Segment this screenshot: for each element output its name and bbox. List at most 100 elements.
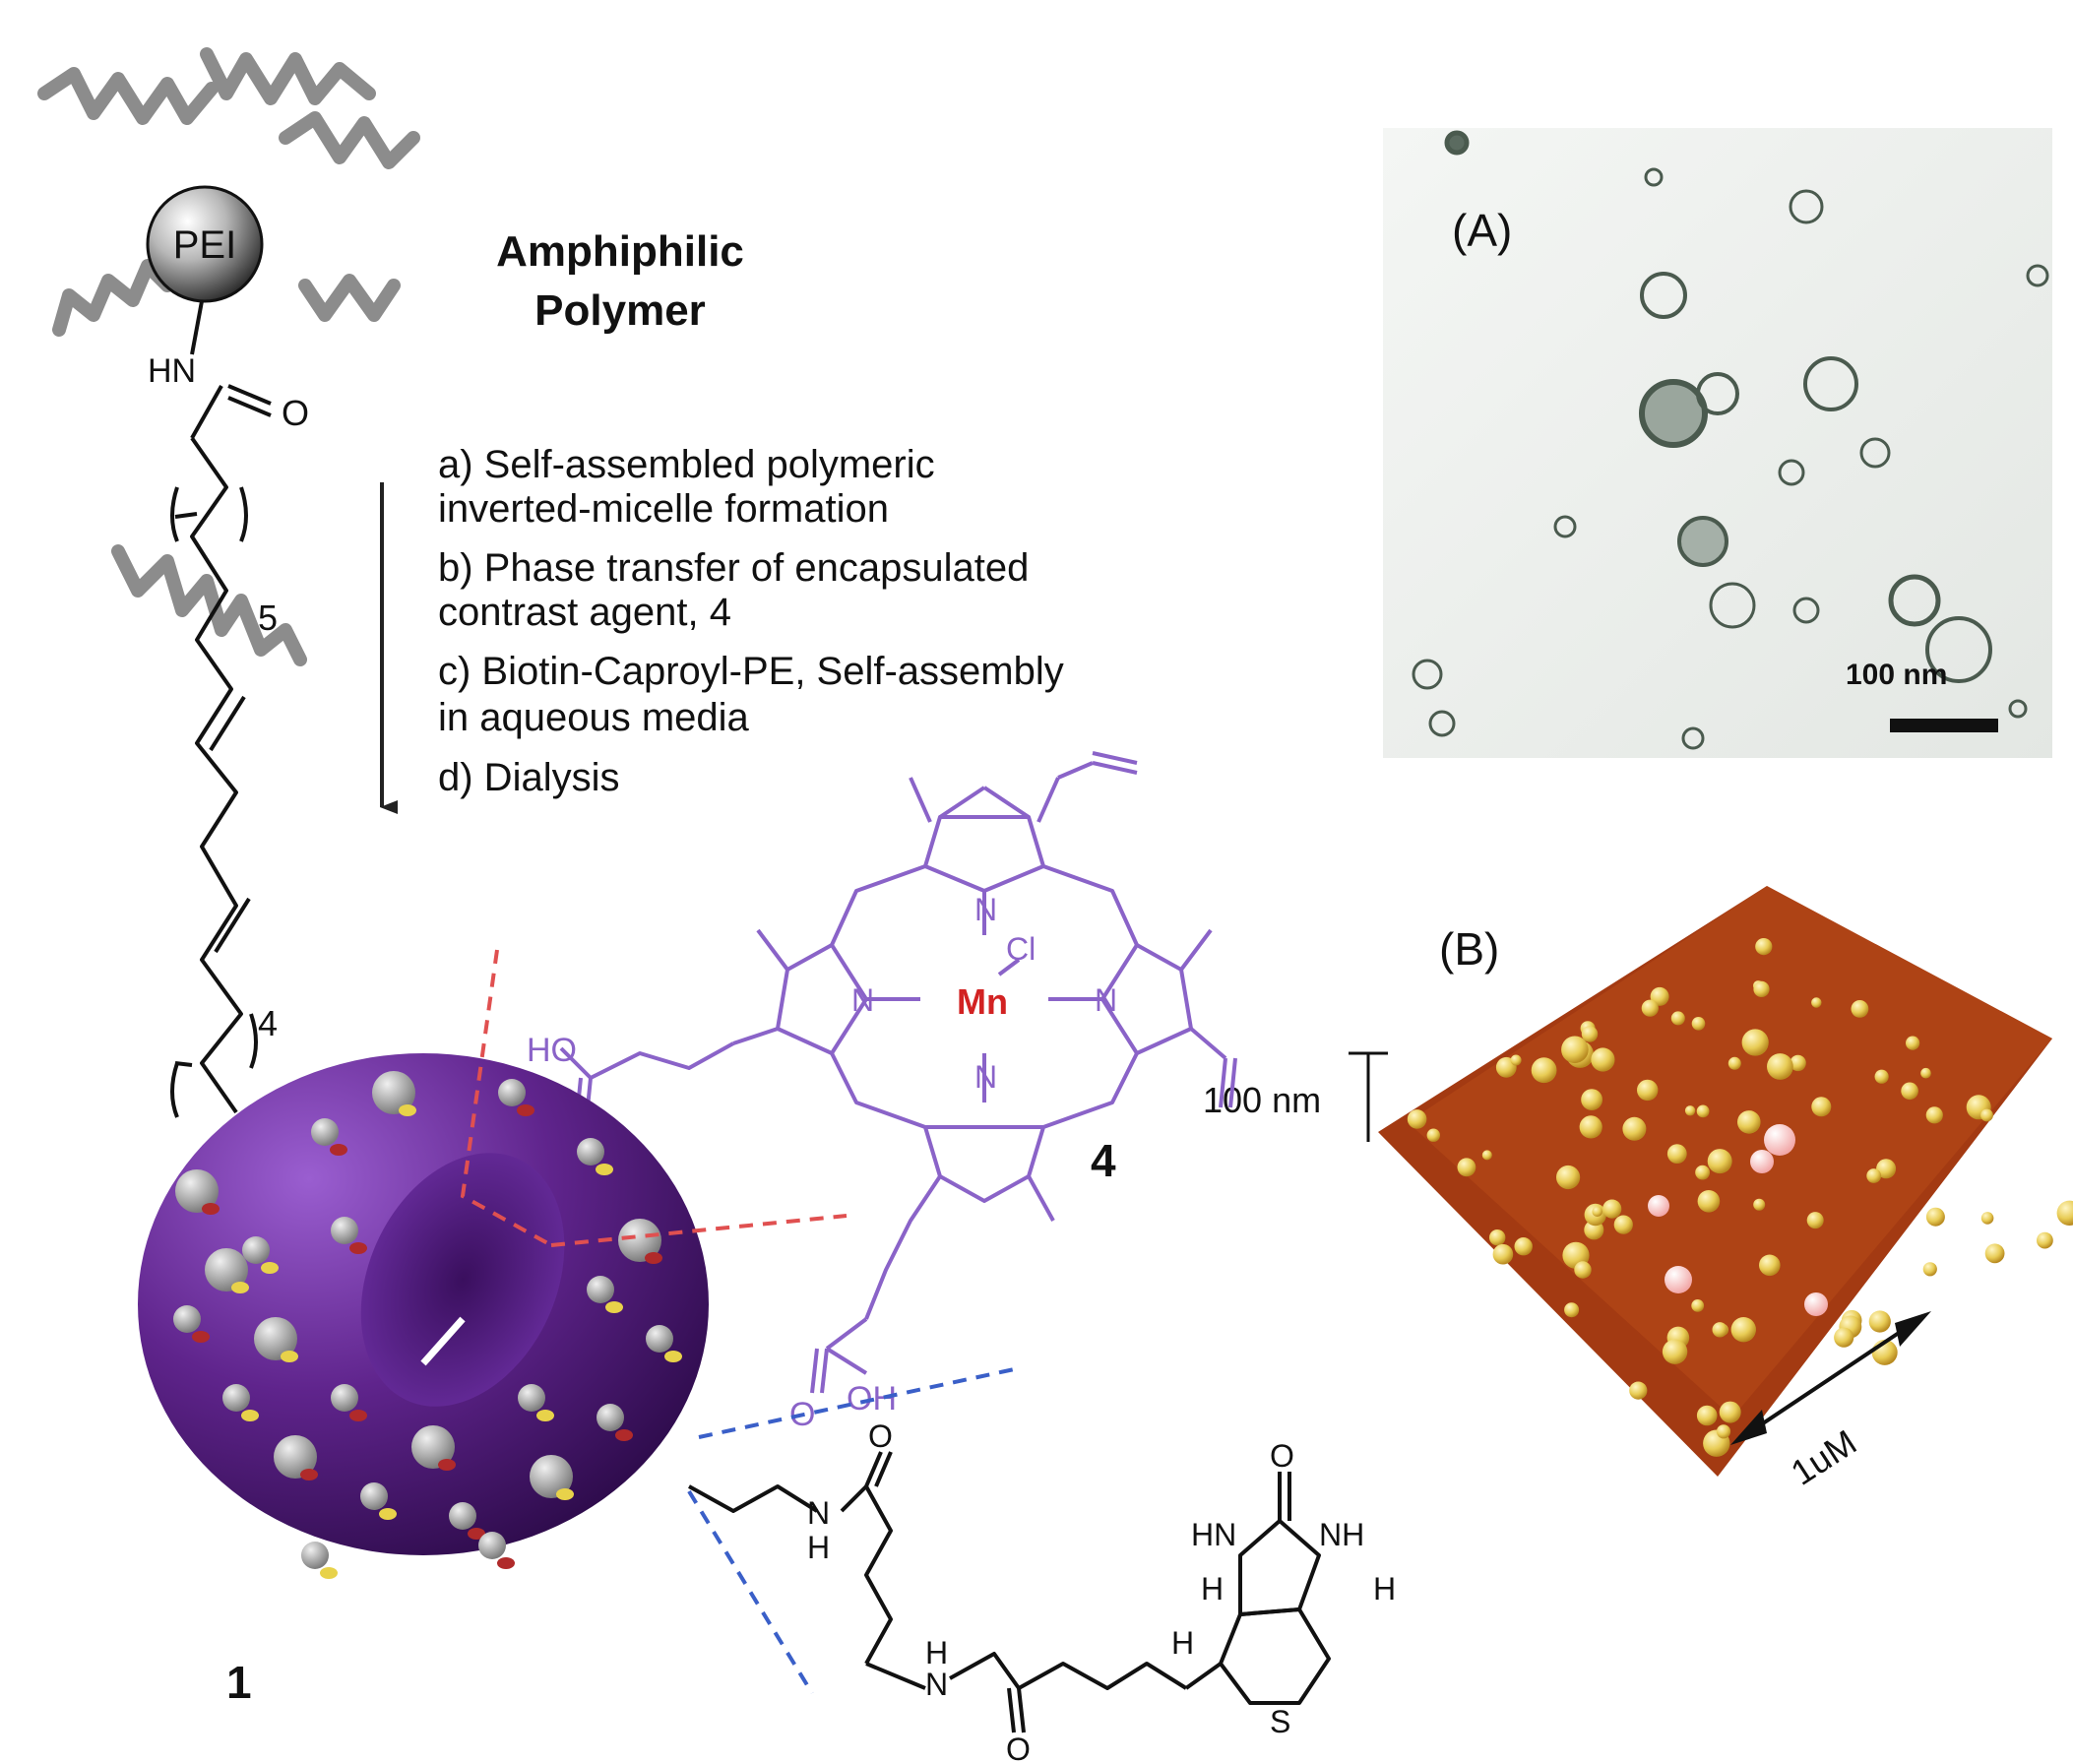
afm-particles: [1407, 938, 2073, 1457]
step-line: in aqueous media: [438, 696, 750, 739]
afm-particle: [1695, 1165, 1710, 1180]
lipid-head-sphere: [646, 1325, 673, 1353]
polymer-title-line1: Amphiphilic: [496, 227, 744, 276]
lipid-head-sphere: [173, 1305, 201, 1333]
amide2-h-label: H: [925, 1635, 948, 1670]
afm-height-bar: [1349, 1051, 1388, 1142]
afm-particle: [1696, 1405, 1718, 1426]
afm-particle: [1629, 1381, 1648, 1400]
afm-particle: [1641, 999, 1659, 1017]
lipid-head-sphere: [530, 1455, 573, 1498]
porphyrin-n-top: N: [974, 892, 997, 927]
repeat-subscript-5: 5: [258, 598, 278, 638]
afm-particle: [1561, 1036, 1589, 1064]
lipid-head-sphere: [577, 1138, 604, 1166]
afm-particle: [1874, 1069, 1889, 1084]
red-zoom-line: [550, 1214, 848, 1247]
afm-particle: [1790, 1054, 1806, 1072]
thiophane-s-label: S: [1270, 1704, 1290, 1739]
afm-particle: [1591, 1047, 1615, 1072]
afm-particle: [1531, 1057, 1557, 1084]
lipid-tail: [615, 1429, 633, 1441]
lipid-tail: [438, 1459, 456, 1471]
afm-particle: [1868, 1310, 1891, 1333]
afm-particle: [1514, 1237, 1533, 1256]
afm-particle: [1719, 1401, 1741, 1423]
torus-surface-lipids: [173, 1071, 682, 1579]
afm-particle: [1684, 1105, 1696, 1116]
mn-porphyrin-labels: N N N N Mn Cl HO O O OH 4: [527, 892, 1117, 1433]
afm-particle: [1753, 1198, 1766, 1211]
ligand-cl-label: Cl: [1006, 931, 1036, 967]
lipid-head-sphere: [618, 1219, 661, 1262]
afm-particle: [1666, 1144, 1687, 1164]
step-line: d) Dialysis: [438, 756, 619, 799]
afm-particle: [1581, 1089, 1602, 1110]
blue-zoom-line: [698, 1366, 1020, 1439]
afm-particle: [1707, 1149, 1732, 1174]
biotin-labels: N H O H N O O HN NH H H H S: [807, 1418, 1396, 1764]
afm-particle: [1481, 1150, 1492, 1161]
afm-length-arrow: [1740, 1317, 1921, 1439]
torus-hole: [360, 1153, 565, 1407]
amide-h-label: H: [807, 1530, 830, 1565]
afm-particle: [1759, 1254, 1781, 1277]
torus-slit: [420, 1316, 466, 1366]
afm-particle: [1637, 1079, 1659, 1102]
lipid-head-sphere: [242, 1236, 270, 1264]
porphyrin-n-right: N: [1095, 982, 1117, 1018]
lipid-head-sphere: [518, 1384, 545, 1412]
afm-particle: [1622, 1116, 1647, 1141]
afm-particle: [1901, 1082, 1918, 1101]
afm-particle: [1716, 1424, 1731, 1439]
lipid-tail: [399, 1104, 416, 1116]
lipid-tail: [300, 1469, 318, 1480]
tem-scale-bar: [1890, 719, 1998, 732]
afm-particle: [1851, 1000, 1869, 1018]
lipid-head-sphere: [411, 1425, 455, 1469]
lipid-tail: [664, 1351, 682, 1362]
afm-particle: [1876, 1159, 1897, 1179]
step-line: a) Self-assembled polymeric: [438, 443, 935, 486]
compound-1-label: 1: [226, 1657, 252, 1708]
afm-particle-tall: [1750, 1150, 1774, 1173]
afm-particle: [1662, 1339, 1688, 1364]
afm-particle: [2037, 1231, 2053, 1249]
afm-particle: [1489, 1229, 1506, 1246]
lipid-head-sphere: [205, 1248, 248, 1292]
polymer-title-line2: Polymer: [534, 286, 706, 335]
afm-particle: [1579, 1115, 1602, 1139]
panel-a-label: (A): [1452, 205, 1512, 256]
lipid-head-sphere: [175, 1169, 219, 1213]
pei-core-sphere: [146, 185, 264, 303]
ureido-nh-label: NH: [1319, 1517, 1364, 1552]
afm-particle: [1806, 1212, 1824, 1229]
lipid-tail: [281, 1351, 298, 1362]
afm-length-scale: 1uM: [1784, 1421, 1863, 1493]
step-line: inverted-micelle formation: [438, 487, 889, 531]
lipid-tail: [261, 1262, 279, 1274]
process-steps: a) Self-assembled polymeric inverted-mic…: [380, 443, 1064, 814]
metal-mn-label: Mn: [957, 981, 1008, 1022]
ureido-hn-label: HN: [1191, 1517, 1236, 1552]
afm-particle: [1922, 1262, 1937, 1277]
lipid-tail: [468, 1528, 485, 1540]
afm-particle: [1574, 1261, 1592, 1279]
afm-particle: [1753, 980, 1770, 998]
afm-particle: [1457, 1158, 1476, 1177]
lipid-head-sphere: [372, 1071, 415, 1114]
afm-particle: [1492, 1243, 1514, 1265]
acid-ho-label: HO: [527, 1032, 577, 1069]
lipid-tail: [497, 1557, 515, 1569]
repeat-subscript-4: 4: [258, 1003, 278, 1043]
lipid-tail: [320, 1567, 338, 1579]
afm-particle: [1564, 1302, 1580, 1318]
polymer-backbone: [170, 300, 272, 1118]
tem-panel-a: (A) 100 nm: [1383, 128, 2052, 758]
afm-particle: [1925, 1207, 1945, 1227]
blue-zoom-line: [687, 1489, 814, 1695]
afm-particle: [1980, 1108, 1993, 1122]
afm-particle: [1834, 1327, 1854, 1348]
afm-particle: [1691, 1017, 1706, 1031]
